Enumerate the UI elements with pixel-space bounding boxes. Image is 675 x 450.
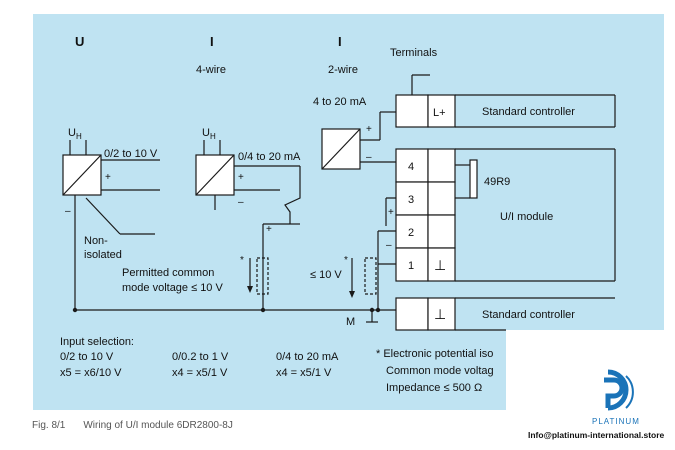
terminal-4: 4 <box>408 161 414 173</box>
input-col3-line2: x4 = x5/1 V <box>276 367 332 379</box>
input-selection-title: Input selection: <box>60 336 134 348</box>
input-col2-line2: x4 = x5/1 V <box>172 367 228 379</box>
plus-2wire: + <box>366 124 372 135</box>
controller-top-label: Standard controller <box>482 106 575 118</box>
non-isolated-label-1: Non- <box>84 235 108 247</box>
figure-text: Wiring of U/I module 6DR2800-8J <box>83 420 233 431</box>
input-col2-line1: 0/0.2 to 1 V <box>172 351 229 363</box>
ground-symbol-bottom: ⊥ <box>434 306 446 322</box>
plus-i: + <box>238 172 244 183</box>
plus-shield-i: + <box>266 224 272 235</box>
platinum-logo: PLATINUM <box>592 369 640 426</box>
figure-number: Fig. 8/1 <box>32 420 66 431</box>
minus-u: – <box>65 206 71 217</box>
header-2wire: 2-wire <box>328 64 358 76</box>
non-isolated-label-2: isolated <box>84 249 122 261</box>
plus-u: + <box>105 172 111 183</box>
le10v-label: ≤ 10 V <box>310 269 342 281</box>
range-u-label: 0/2 to 10 V <box>104 148 158 160</box>
permitted-label-2: mode voltage ≤ 10 V <box>122 282 223 294</box>
range-i-label: 0/4 to 20 mA <box>238 151 301 163</box>
permitted-label-1: Permitted common <box>122 267 214 279</box>
minus-2wire: – <box>366 152 372 163</box>
asterisk-2: * <box>344 255 348 266</box>
terminal-3: 3 <box>408 194 414 206</box>
brand-name: PLATINUM <box>592 417 640 426</box>
terminal-2: 2 <box>408 227 414 239</box>
input-col3-line1: 0/4 to 20 mA <box>276 351 339 363</box>
minus-term2: – <box>386 240 392 251</box>
terminal-1: 1 <box>408 260 414 272</box>
i-supply-label: UH <box>202 127 216 141</box>
footnote-line-3: Impedance ≤ 500 Ω <box>386 382 482 394</box>
ground-symbol-term1: ⊥ <box>434 257 446 273</box>
header-u: U <box>75 34 84 49</box>
module-label: U/I module <box>500 211 553 223</box>
current-label: 4 to 20 mA <box>313 96 367 108</box>
input-col1-line1: 0/2 to 10 V <box>60 351 114 363</box>
logo-cutout <box>506 330 675 410</box>
footnote-line-1: * Electronic potential iso <box>376 348 493 360</box>
minus-i: – <box>238 197 244 208</box>
l-plus-label: L+ <box>433 107 446 119</box>
terminals-label: Terminals <box>390 47 438 59</box>
brand-email[interactable]: Info@platinum-international.store <box>528 430 665 440</box>
footnote-line-2: Common mode voltag <box>386 365 494 377</box>
asterisk-1: * <box>240 255 244 266</box>
header-4wire: 4-wire <box>196 64 226 76</box>
resistor-label: 49R9 <box>484 176 510 188</box>
input-col1-line2: x5 = x6/10 V <box>60 367 122 379</box>
header-i-4wire: I <box>210 34 214 49</box>
u-supply-label: UH <box>68 127 82 141</box>
m-label: M <box>346 316 355 328</box>
figure-caption: Fig. 8/1 Wiring of U/I module 6DR2800-8J <box>32 420 251 431</box>
plus-term3: + <box>388 207 394 218</box>
header-i-2wire: I <box>338 34 342 49</box>
controller-bottom-label: Standard controller <box>482 309 575 321</box>
